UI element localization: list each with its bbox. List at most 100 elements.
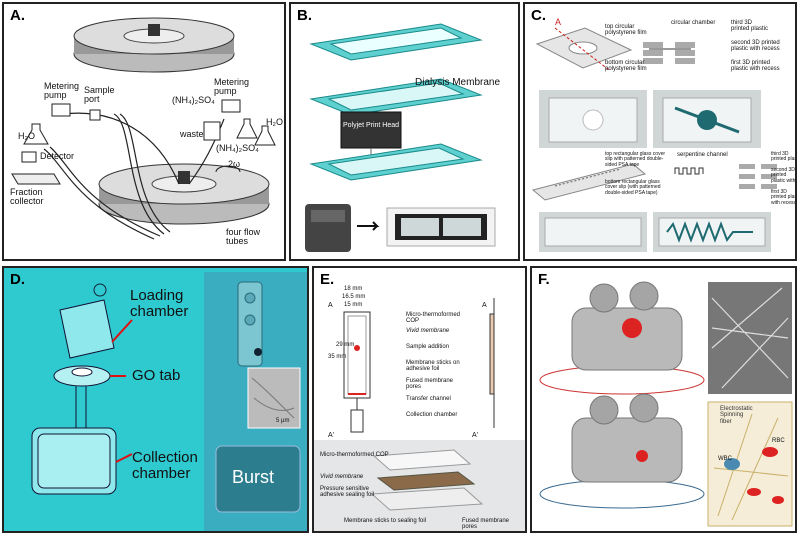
detector-label: Detector xyxy=(40,151,75,161)
panel-c-label: C. xyxy=(531,7,546,24)
pointer-arrows-icon xyxy=(110,319,133,463)
loading-chamber-label: Loading chamber xyxy=(130,287,189,320)
panel-e-label: E. xyxy=(320,271,335,288)
fused-2-label: Fused membrane pores xyxy=(462,518,510,531)
panel-b-label: B. xyxy=(297,7,312,24)
fraction-collector-icon xyxy=(11,173,61,185)
sample-port-label: Sample port xyxy=(84,85,115,105)
section-a-label: A xyxy=(555,17,562,27)
printer-photo-icon xyxy=(305,204,351,252)
loading-chamber-icon xyxy=(59,299,115,359)
right-flask-icon-1 xyxy=(236,118,258,139)
dim-165-label: 16.5 mm xyxy=(342,294,366,300)
detector-icon xyxy=(21,151,37,163)
h2o-left-label: H₂O xyxy=(18,131,35,141)
panel-f-diagram xyxy=(539,281,793,527)
flow-tubes-icon xyxy=(43,112,225,240)
final-device-photo-icon xyxy=(386,207,496,247)
panel-a: A. xyxy=(2,2,286,261)
left-pump-icon xyxy=(51,103,71,117)
dim-15-label: 15 mm xyxy=(344,302,363,308)
vivid-2-label: Vivid membrane xyxy=(320,474,364,480)
print-head-label: Polyjet Print Head xyxy=(343,122,400,129)
sem-inset-icon xyxy=(247,367,301,429)
circular-photo-icon xyxy=(539,90,761,148)
rectangular-device-icon xyxy=(531,163,647,201)
transfer-label: Transfer channel xyxy=(406,396,451,402)
second-plastic-2-label: second 3D printed plastic with recess xyxy=(771,167,796,184)
top-glass-label: top rectangular glass cover slip with pa… xyxy=(605,151,666,168)
nh4so4-top-label: (NH₄)₂SO₄ xyxy=(172,95,215,105)
panel-e: E. 18 mm 16.5 mm 15 mm 35 mm 29 mm A A A… xyxy=(312,266,527,533)
second-plastic-label: second 3D printed plastic with recess xyxy=(731,40,780,53)
dialysis-membrane-label: Dialysis Membrane xyxy=(415,77,501,88)
fraction-collector-label: Fraction collector xyxy=(10,187,44,207)
bottom-rotor-icon xyxy=(98,163,270,225)
panel-b: B. Dialysis Membrane Polyje xyxy=(289,2,520,261)
micro-cop-label: Micro-thermoformed COP xyxy=(406,312,461,325)
arrow-right-icon xyxy=(357,221,380,231)
marker-icon xyxy=(93,283,107,297)
burst-chamber-icon xyxy=(215,445,301,513)
rbc-label: RBC xyxy=(772,438,785,444)
four-flow-tubes-label: four flow tubes xyxy=(226,227,261,247)
frame-top-icon xyxy=(309,23,483,61)
device-top-icon xyxy=(539,281,705,395)
waste-bottle-icon xyxy=(203,121,221,141)
panel-d-label: D. xyxy=(10,271,25,288)
panel-f: F. Electrostatic Spinning xyxy=(530,266,797,533)
a-bottom-label: A' xyxy=(328,432,335,439)
left-flask-icon xyxy=(23,123,49,145)
panel-c: C. xyxy=(523,2,797,261)
first-plastic-label: first 3D printed plastic with recess xyxy=(731,60,780,73)
sticks-2-label: Membrane sticks to sealing foil xyxy=(344,518,427,524)
dim-18-label: 18 mm xyxy=(344,286,363,292)
omega-label: 2ω xyxy=(228,159,241,169)
dim-29-label: 29 mm xyxy=(336,342,355,348)
channel-icon xyxy=(75,386,87,428)
metering-pump-left-label: Metering pump xyxy=(44,81,80,101)
go-tab-icon xyxy=(53,365,111,387)
burst-label: Burst xyxy=(232,467,275,487)
collection-chamber-label: Collection chamber xyxy=(132,449,198,482)
sticks-label: Membrane sticks on adhesive foil xyxy=(406,360,460,373)
scale-bar-label: 5 µm xyxy=(276,418,290,424)
a-top-label: A xyxy=(328,302,333,309)
psa-label: Pressure sensitive adhesive sealing foil xyxy=(320,486,375,499)
serpentine-cross-section-icon xyxy=(674,164,777,189)
waste-label: waste xyxy=(180,129,204,139)
top-film-label: top circular polystyrene film xyxy=(605,24,647,37)
fiber-sem-icon xyxy=(708,282,792,394)
panel-d-diagram xyxy=(31,272,307,531)
panel-e-diagram xyxy=(314,298,525,531)
panel-d: D. xyxy=(2,266,309,533)
panel-c-diagram xyxy=(531,27,777,252)
collection-label: Collection chamber xyxy=(406,412,458,418)
printed-device-icon xyxy=(309,143,483,181)
metering-pump-right-label: Metering pump xyxy=(214,77,250,97)
bottom-film-label: bottom circular polystyrene film xyxy=(605,60,647,73)
photo-channel-icon xyxy=(237,281,263,367)
first-plastic-2-label: first 3D printed plastic with recess xyxy=(771,189,797,206)
a-bottom-right-label: A' xyxy=(472,432,479,439)
dim-35-label: 35 mm xyxy=(328,354,347,360)
bottom-glass-label: bottom rectangular glass cover slip (wit… xyxy=(605,179,661,196)
nh4so4-right-label: (NH₄)₂SO₄ xyxy=(216,143,259,153)
panel-b-diagram xyxy=(305,23,496,252)
vivid-label: Vivid membrane xyxy=(406,328,450,334)
chamber-label: circular chamber xyxy=(671,20,716,26)
a-top-right-label: A xyxy=(482,302,487,309)
cross-section-icon xyxy=(489,298,495,428)
exploded-layers-icon xyxy=(370,449,484,511)
right-flask-icon-2 xyxy=(254,125,276,146)
wbc-label: WBC xyxy=(718,456,732,462)
panel-f-label: F. xyxy=(538,271,550,288)
panel-a-label: A. xyxy=(10,7,25,24)
rotation-arrow-icon xyxy=(215,165,241,173)
serpentine-photo-icon xyxy=(539,212,771,252)
sample-dot-icon xyxy=(354,345,360,351)
third-plastic-label: third 3D printed plastic xyxy=(731,20,769,33)
go-tab-label: GO tab xyxy=(132,367,181,384)
right-pump-icon xyxy=(221,99,241,113)
sample-addition-label: Sample addition xyxy=(406,344,450,350)
